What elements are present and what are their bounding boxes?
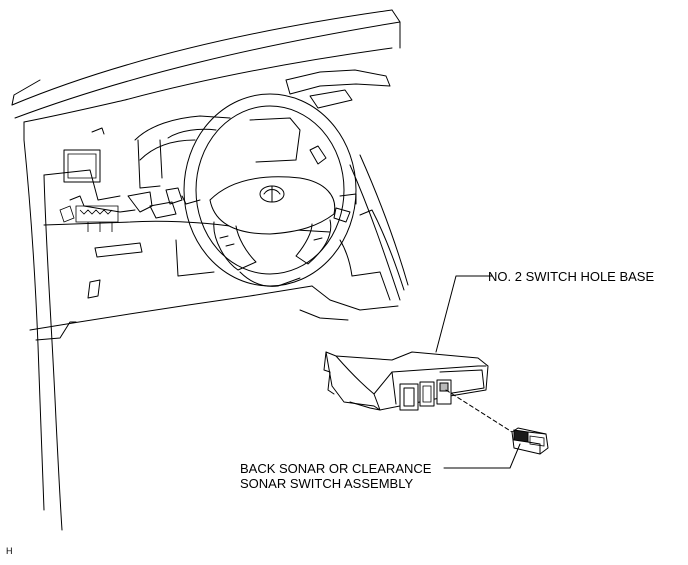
label-sonar-switch-line1: BACK SONAR OR CLEARANCE [240, 461, 432, 476]
center-lower-panel [175, 239, 399, 321]
instrument-cluster [134, 69, 391, 189]
label-sonar-switch-line2: SONAR SWITCH ASSEMBLY [240, 476, 414, 491]
installation-leader-lines [435, 275, 521, 469]
dashboard-left-panel [23, 121, 331, 531]
corner-code: H [6, 546, 13, 556]
sonar-switch-part [511, 427, 549, 455]
label-switch-hole-base: NO. 2 SWITCH HOLE BASE [488, 269, 655, 284]
steering-wheel [165, 93, 357, 287]
dashboard-outline [11, 9, 409, 301]
switch-hole-base-part [323, 351, 489, 411]
